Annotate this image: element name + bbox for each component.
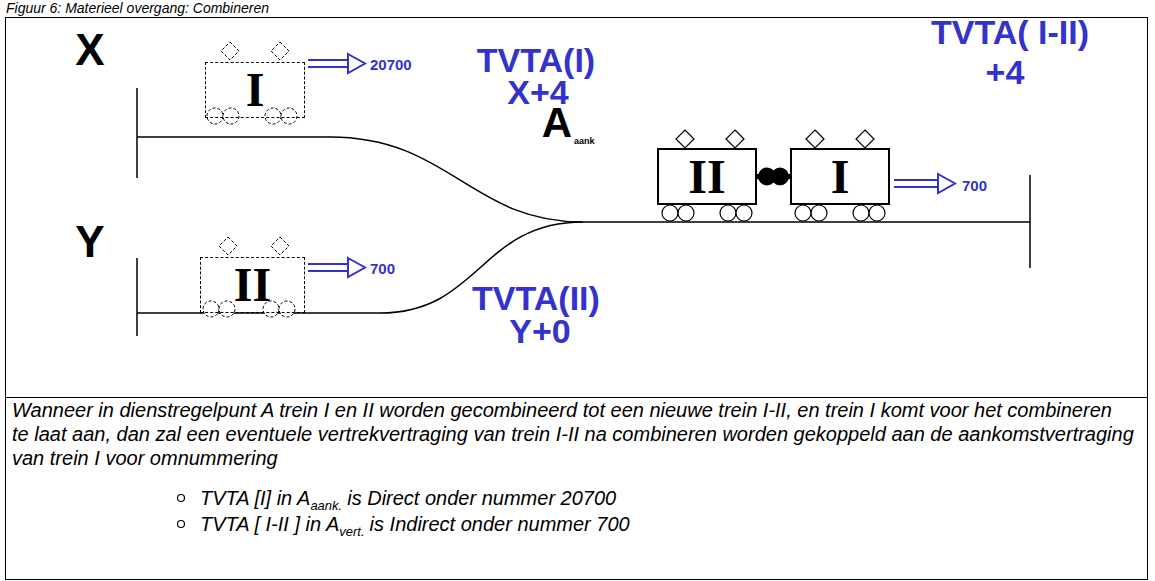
wheel [678, 205, 694, 221]
wheel [203, 301, 219, 317]
train-unit-box: II [657, 148, 757, 205]
bullet-subscript: vert. [339, 524, 364, 539]
track-end [136, 88, 138, 178]
wheel [736, 205, 752, 221]
bullet-text: is Direct onder nummer 20700 [347, 487, 616, 509]
wheel [853, 205, 869, 221]
bullet-text: is Indirect onder nummer 700 [370, 513, 630, 535]
bullet-line: TVTA [I] in Aaank. is Direct onder nummer… [200, 486, 616, 510]
pantograph-diamond [806, 130, 824, 148]
pantograph-diamond [271, 237, 289, 255]
delay-label: TVTA( I-II) [931, 15, 1089, 49]
pantograph-diamond [271, 42, 289, 60]
track-lines [137, 88, 1030, 336]
station-letter: A [542, 102, 572, 144]
arrow-head [938, 174, 955, 193]
delay-value: +4 [986, 55, 1025, 89]
wheel [795, 205, 811, 221]
arrow-head [348, 54, 365, 73]
unit-number: II [688, 153, 725, 201]
arrow-shaft [308, 264, 350, 271]
wheel [281, 108, 297, 124]
track-end [136, 258, 138, 336]
train-unit-box: I [790, 148, 890, 205]
figure-frame [6, 18, 1148, 580]
combined-train-parts [662, 130, 885, 221]
train-unit-box: I [205, 62, 305, 118]
arrow-shaft [308, 60, 350, 67]
bullet-text: TVTA [I] in A [200, 487, 310, 509]
figure-title: Figuur 6: Materieel overgang: Combineren [6, 0, 269, 16]
coupling-dot [771, 168, 789, 186]
wheel [811, 205, 827, 221]
pantograph-diamond [219, 237, 237, 255]
delay-value: Y+0 [509, 314, 570, 348]
wheel [207, 108, 223, 124]
wheel [720, 205, 736, 221]
delay-label: TVTA(I) [477, 43, 595, 77]
coupling-connector-group [757, 168, 790, 186]
delay-label: TVTA(II) [472, 281, 600, 315]
arrow-shaft [894, 180, 940, 187]
train-i-parts [207, 42, 297, 124]
location-letter: Y [75, 220, 104, 264]
wheel [219, 301, 235, 317]
bullet-subscript: aank. [310, 498, 342, 513]
pantograph-diamond [726, 130, 744, 148]
train-number: 20700 [370, 57, 412, 72]
train-number: 700 [370, 261, 395, 276]
location-letter: X [75, 28, 104, 72]
frame-divider [6, 397, 1148, 398]
pantograph-diamond [676, 130, 694, 148]
station-subscript: aank [574, 137, 595, 146]
wheel [662, 205, 678, 221]
direction-arrows [308, 54, 955, 277]
pantograph-diamond [856, 130, 874, 148]
track-x [137, 137, 583, 222]
wheel [279, 301, 295, 317]
train-ii-parts [203, 237, 295, 317]
train-unit-box: II [200, 257, 305, 313]
arrow-head [348, 258, 365, 277]
unit-number: II [234, 261, 271, 309]
train-number: 700 [962, 178, 987, 193]
unit-number: I [831, 153, 850, 201]
bullet-text: TVTA [ I-II ] in A [200, 513, 339, 535]
bullet-markers [178, 495, 185, 528]
bullet [178, 521, 185, 528]
pantograph-diamond [221, 42, 239, 60]
track-main [583, 221, 1030, 223]
bullet-line: TVTA [ I-II ] in Avert. is Indirect onder… [200, 512, 630, 536]
bullet [178, 495, 185, 502]
wheel [223, 108, 239, 124]
unit-number: I [246, 66, 265, 114]
wheel [869, 205, 885, 221]
wheel [265, 108, 281, 124]
figure-caption: Wanneer in dienstregelpunt A trein I en … [12, 398, 1134, 470]
